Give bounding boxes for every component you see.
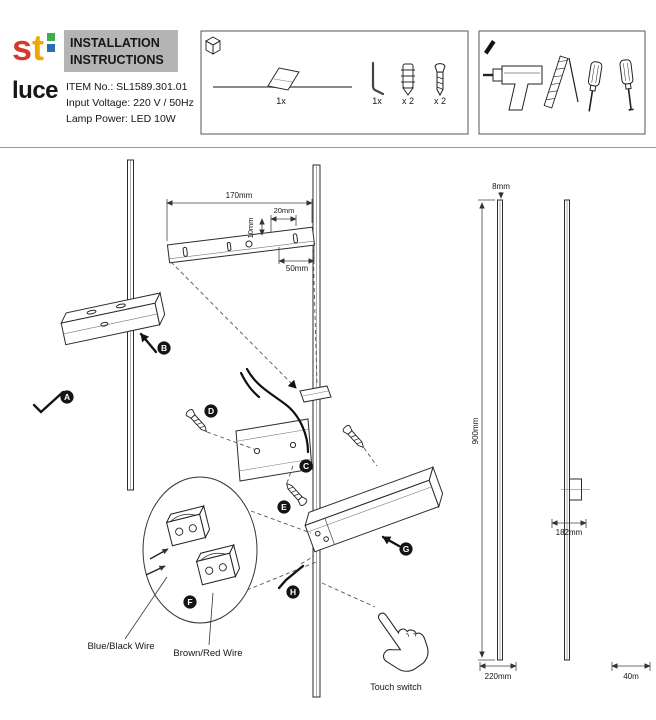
- step-a-badge: A: [60, 390, 74, 404]
- allen-key-icon-a: [32, 390, 65, 414]
- pencil-icon: [484, 40, 496, 55]
- wire-insert-arrow-2: [145, 565, 166, 576]
- voltage-label: Input Voltage: 220 V / 50Hz: [66, 97, 194, 109]
- package-cube-icon: [205, 36, 221, 55]
- step-d-badge: D: [204, 404, 218, 418]
- dim-plate-width: 170mm: [166, 191, 313, 241]
- key-h-guide: [300, 555, 315, 565]
- allen-key-icon-h: [277, 564, 305, 590]
- svg-text:H: H: [290, 587, 296, 597]
- slide-on-housing: [60, 291, 166, 346]
- svg-text:170mm: 170mm: [226, 191, 253, 200]
- title-line-2: INSTRUCTIONS: [70, 53, 164, 67]
- pointing-hand-icon: [377, 612, 429, 672]
- title-background: [64, 30, 178, 72]
- dim-bracket-position: 182mm: [551, 519, 587, 537]
- svg-text:D: D: [208, 406, 214, 416]
- svg-text:20mm: 20mm: [274, 206, 295, 215]
- step-c-badge: C: [299, 459, 313, 473]
- touch-guide-line: [321, 582, 376, 608]
- logo-letter-s: s: [12, 27, 32, 68]
- plate-leader-line-2: [312, 245, 318, 385]
- svg-text:A: A: [64, 392, 70, 402]
- logo-green-tile: [47, 33, 55, 41]
- svg-text:900mm: 900mm: [471, 417, 480, 444]
- logo-letter-t: t: [32, 27, 44, 68]
- dim-plate-thickness: 10mm: [246, 218, 265, 239]
- power-wire: [239, 367, 310, 454]
- zoom-detail-circle: [142, 476, 317, 624]
- screw-e-guide: [286, 462, 295, 484]
- item-number-label: ITEM No.: SL1589.301.01: [66, 81, 188, 93]
- bar-mount-bracket: [299, 385, 332, 403]
- step-h-badge: H: [286, 585, 300, 599]
- screw-d-guide: [206, 431, 255, 450]
- dim-base-left: 220mm: [479, 662, 517, 681]
- svg-text:220mm: 220mm: [485, 672, 512, 681]
- brown-red-wire-label: Brown/Red Wire: [173, 648, 242, 659]
- blue-wire-pointer: [124, 576, 168, 640]
- slide-direction-arrow: [139, 332, 158, 354]
- dim-plate-hole-offset: 50mm: [278, 241, 315, 273]
- svg-text:F: F: [187, 597, 192, 607]
- dim-profile-width: 8mm: [492, 182, 510, 199]
- dim-plate-slot-pitch: 20mm: [270, 206, 297, 232]
- svg-text:50mm: 50mm: [286, 264, 309, 273]
- drill-bit-icon: [543, 55, 579, 109]
- dowel-qty-label: x 2: [402, 96, 414, 106]
- dim-lamp-height: 900mm: [471, 199, 495, 661]
- profile-side-view: [561, 199, 590, 661]
- step-b-badge: B: [157, 341, 171, 355]
- lamp-bar-with-bracket-icon: [213, 67, 352, 91]
- svg-text:182mm: 182mm: [556, 528, 583, 537]
- step-g-badge: G: [399, 542, 413, 556]
- lamp-body: [304, 465, 444, 553]
- touch-switch-label: Touch switch: [370, 682, 422, 692]
- svg-text:40m: 40m: [623, 672, 639, 681]
- svg-text:10mm: 10mm: [246, 218, 255, 239]
- logo-blue-tile: [47, 44, 55, 52]
- svg-text:B: B: [161, 343, 167, 353]
- mid-lamp-profile: [312, 164, 321, 698]
- step-f-badge: F: [183, 595, 197, 609]
- logo-wordmark: luce: [12, 77, 58, 104]
- allen-key-kit-icon: [371, 61, 385, 96]
- screw-qty-label: x 2: [434, 96, 446, 106]
- product-info: ITEM No.: SL1589.301.01 Input Voltage: 2…: [66, 81, 194, 125]
- svg-text:G: G: [403, 544, 410, 554]
- plate-leader-line: [170, 261, 297, 389]
- screwdriver-phillips-icon: [587, 61, 603, 112]
- svg-text:C: C: [303, 461, 309, 471]
- title-block: INSTALLATION INSTRUCTIONS: [64, 30, 178, 72]
- blue-black-wire-label: Blue/Black Wire: [87, 641, 154, 652]
- dowel-icon: [401, 63, 415, 96]
- lamp-mount-arrow: [381, 535, 401, 548]
- lamp-power-label: Lamp Power: LED 10W: [66, 113, 176, 125]
- drill-icon: [483, 65, 543, 111]
- bracket-qty-label: 1x: [276, 96, 286, 106]
- profile-front-view: [497, 199, 503, 661]
- brown-wire-pointer: [208, 592, 214, 646]
- mounting-plate-drawing: 170mm 20mm 10mm 50mm: [166, 191, 318, 389]
- svg-text:8mm: 8mm: [492, 182, 510, 191]
- stluce-logo: st luce: [12, 27, 59, 104]
- screw-top-guide: [363, 447, 378, 467]
- package-contents-box: 1x 1x x 2 x 2: [200, 30, 469, 135]
- svg-text:E: E: [281, 502, 287, 512]
- wire-insert-arrow-1: [149, 548, 169, 560]
- tools-required-box: [478, 30, 646, 135]
- allen-key-qty-label: 1x: [372, 96, 382, 106]
- wall-bracket: [235, 418, 313, 482]
- step-e-badge: E: [277, 500, 291, 514]
- svg-text:st: st: [12, 27, 44, 68]
- dim-base-right: 40m: [611, 662, 651, 681]
- title-line-1: INSTALLATION: [70, 36, 160, 50]
- screwdriver-flat-icon: [619, 59, 634, 111]
